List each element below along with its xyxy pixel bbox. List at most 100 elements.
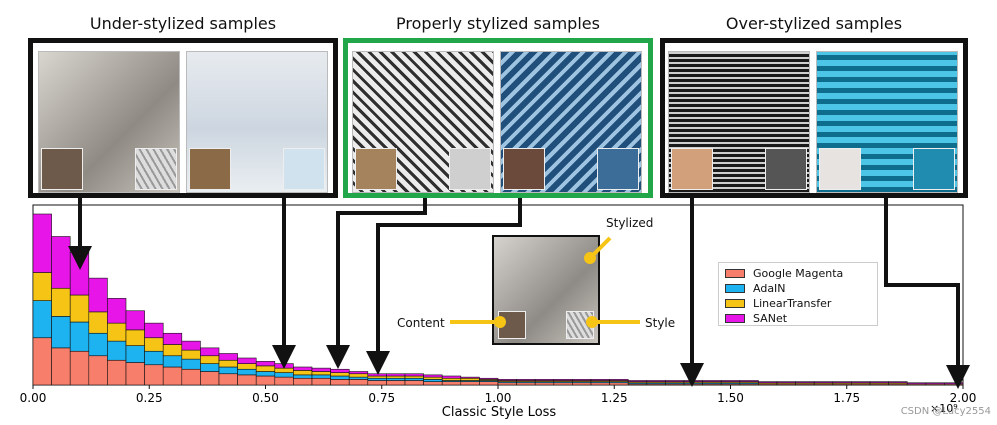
style-label: Style [645,316,676,330]
histogram-bar [572,382,592,386]
properly-stylized-title: Properly stylized samples [396,14,600,33]
histogram-bar [237,363,257,370]
style-thumbnail [283,148,325,190]
histogram-bar [348,379,369,386]
style-thumbnail [765,148,807,190]
histogram-bar [906,382,927,385]
histogram-bar [423,379,443,382]
histogram-bar [69,321,90,352]
histogram-bar [32,213,52,273]
histogram-bar [181,349,201,360]
histogram-bar [888,381,908,384]
chart-legend: Google Magenta AdaIN LinearTransfer SANe… [718,262,878,326]
histogram-bar [200,371,220,386]
histogram-bar [274,363,294,369]
style-thumbnail [597,148,639,190]
histogram-bar [162,355,183,368]
histogram-bar [386,380,406,386]
histogram-bar [609,379,629,381]
histogram-bar [423,376,443,380]
histogram-bar [441,375,462,379]
content-thumbnail [503,148,545,190]
properly-stylized-frame [343,38,653,198]
x-axis-label: Classic Style Loss [442,405,557,420]
histogram-bar [386,375,406,379]
histogram-bar [200,355,220,364]
histogram-bar [293,374,313,379]
histogram-bar [813,381,834,384]
histogram-bar [516,379,536,381]
histogram-bar [237,368,257,376]
under-stylized-title: Under-stylized samples [89,14,277,33]
histogram-bar [479,377,499,380]
histogram-bar [274,376,294,386]
histogram-bar [479,381,499,386]
histogram-bar [107,322,127,342]
histogram-bar [162,344,183,357]
histogram-bar [832,381,852,384]
proper-sample-image-1 [352,51,494,193]
histogram-bar [441,381,462,386]
histogram-bar [665,380,685,382]
histogram-bar [311,377,331,386]
histogram-bar [367,380,387,386]
histogram-bar [144,350,164,366]
histogram-bar [572,379,592,381]
histogram-bar [293,366,313,371]
histogram-bar [88,311,108,334]
x-tick-label: 0.25 [136,391,163,405]
histogram-bar [553,379,573,381]
legend-swatch [725,284,745,293]
style-thumbnail [449,148,491,190]
sample-arrow [884,198,970,389]
histogram-bar [311,374,331,379]
histogram-bar [32,300,52,339]
under-sample-image-1 [38,51,180,193]
histogram-bar [869,381,889,384]
histogram-bar [125,310,145,331]
histogram-bar [460,381,480,386]
histogram-bar [795,381,815,384]
histogram-bar [218,353,238,361]
sample-arrow [326,198,427,369]
under-sample-image-2 [186,51,328,193]
histogram-bar [404,377,424,381]
histogram-bar [255,361,276,367]
legend-label: Google Magenta [753,267,844,280]
histogram-bar [386,373,406,377]
histogram-bar [274,372,294,378]
legend-item: AdaIN [725,281,871,296]
histogram-bar [460,376,480,379]
x-tick-label: 0.50 [252,391,279,405]
histogram-bar [330,372,350,377]
histogram-bar [181,358,201,370]
histogram-bar [88,332,108,357]
histogram-bar [51,236,71,289]
histogram-bar [367,375,387,379]
histogram-bar [330,375,350,380]
histogram-bar [925,382,945,385]
histogram-bar [553,382,573,386]
style-thumbnail [135,148,177,190]
content-thumbnail [189,148,231,190]
histogram-bar [534,382,555,386]
histogram-bar [255,371,276,377]
histogram-bar [534,379,555,381]
histogram-bar [367,377,387,381]
x-tick-label: 1.75 [833,391,860,405]
histogram-bar [293,377,313,386]
sample-arrows [68,198,970,389]
histogram-bar [590,382,610,386]
histogram-bar [107,359,127,386]
histogram-bar [348,373,369,378]
legend-swatch [725,269,745,278]
over-stylized-frame [660,38,968,198]
stylized-label: Stylized [606,216,654,230]
histogram-bar [181,340,201,351]
histogram-bar [218,366,238,375]
histogram-bar [88,277,108,313]
histogram-bar [32,337,52,386]
content-thumbnail [819,148,861,190]
over-sample-image-1 [668,51,810,193]
